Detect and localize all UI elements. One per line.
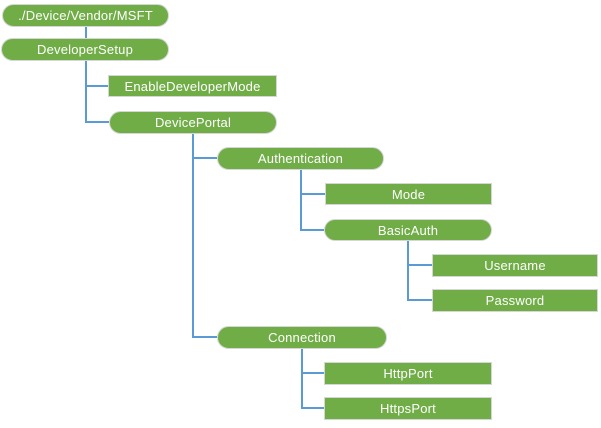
connector-segment [407, 264, 432, 266]
connector-segment [301, 372, 324, 374]
connector-segment [85, 27, 87, 39]
connector-segment [300, 193, 325, 195]
tree-node-authentication: Authentication [217, 147, 384, 170]
tree-node-device-portal: DevicePortal [109, 111, 277, 134]
tree-node-root: ./Device/Vendor/MSFT [2, 4, 169, 27]
connector-segment [300, 229, 324, 231]
tree-node-enable-developer-mode: EnableDeveloperMode [108, 75, 277, 97]
tree-node-developer-setup: DeveloperSetup [1, 38, 169, 61]
tree-node-username: Username [432, 254, 598, 277]
connector-segment [407, 241, 409, 301]
tree-node-https-port: HttpsPort [324, 397, 492, 420]
connector-segment [301, 407, 324, 409]
connector-segment [192, 157, 217, 159]
tree-node-basic-auth: BasicAuth [324, 219, 492, 241]
connector-segment [85, 61, 87, 123]
connector-segment [192, 336, 217, 338]
connector-segment [301, 349, 303, 409]
connector-segment [85, 85, 108, 87]
tree-node-password: Password [432, 289, 598, 312]
connector-segment [85, 121, 109, 123]
tree-node-http-port: HttpPort [324, 362, 492, 385]
connector-segment [300, 170, 302, 231]
tree-node-connection: Connection [217, 326, 387, 349]
tree-node-mode: Mode [325, 183, 492, 205]
connector-segment [192, 134, 194, 338]
connector-segment [407, 299, 432, 301]
